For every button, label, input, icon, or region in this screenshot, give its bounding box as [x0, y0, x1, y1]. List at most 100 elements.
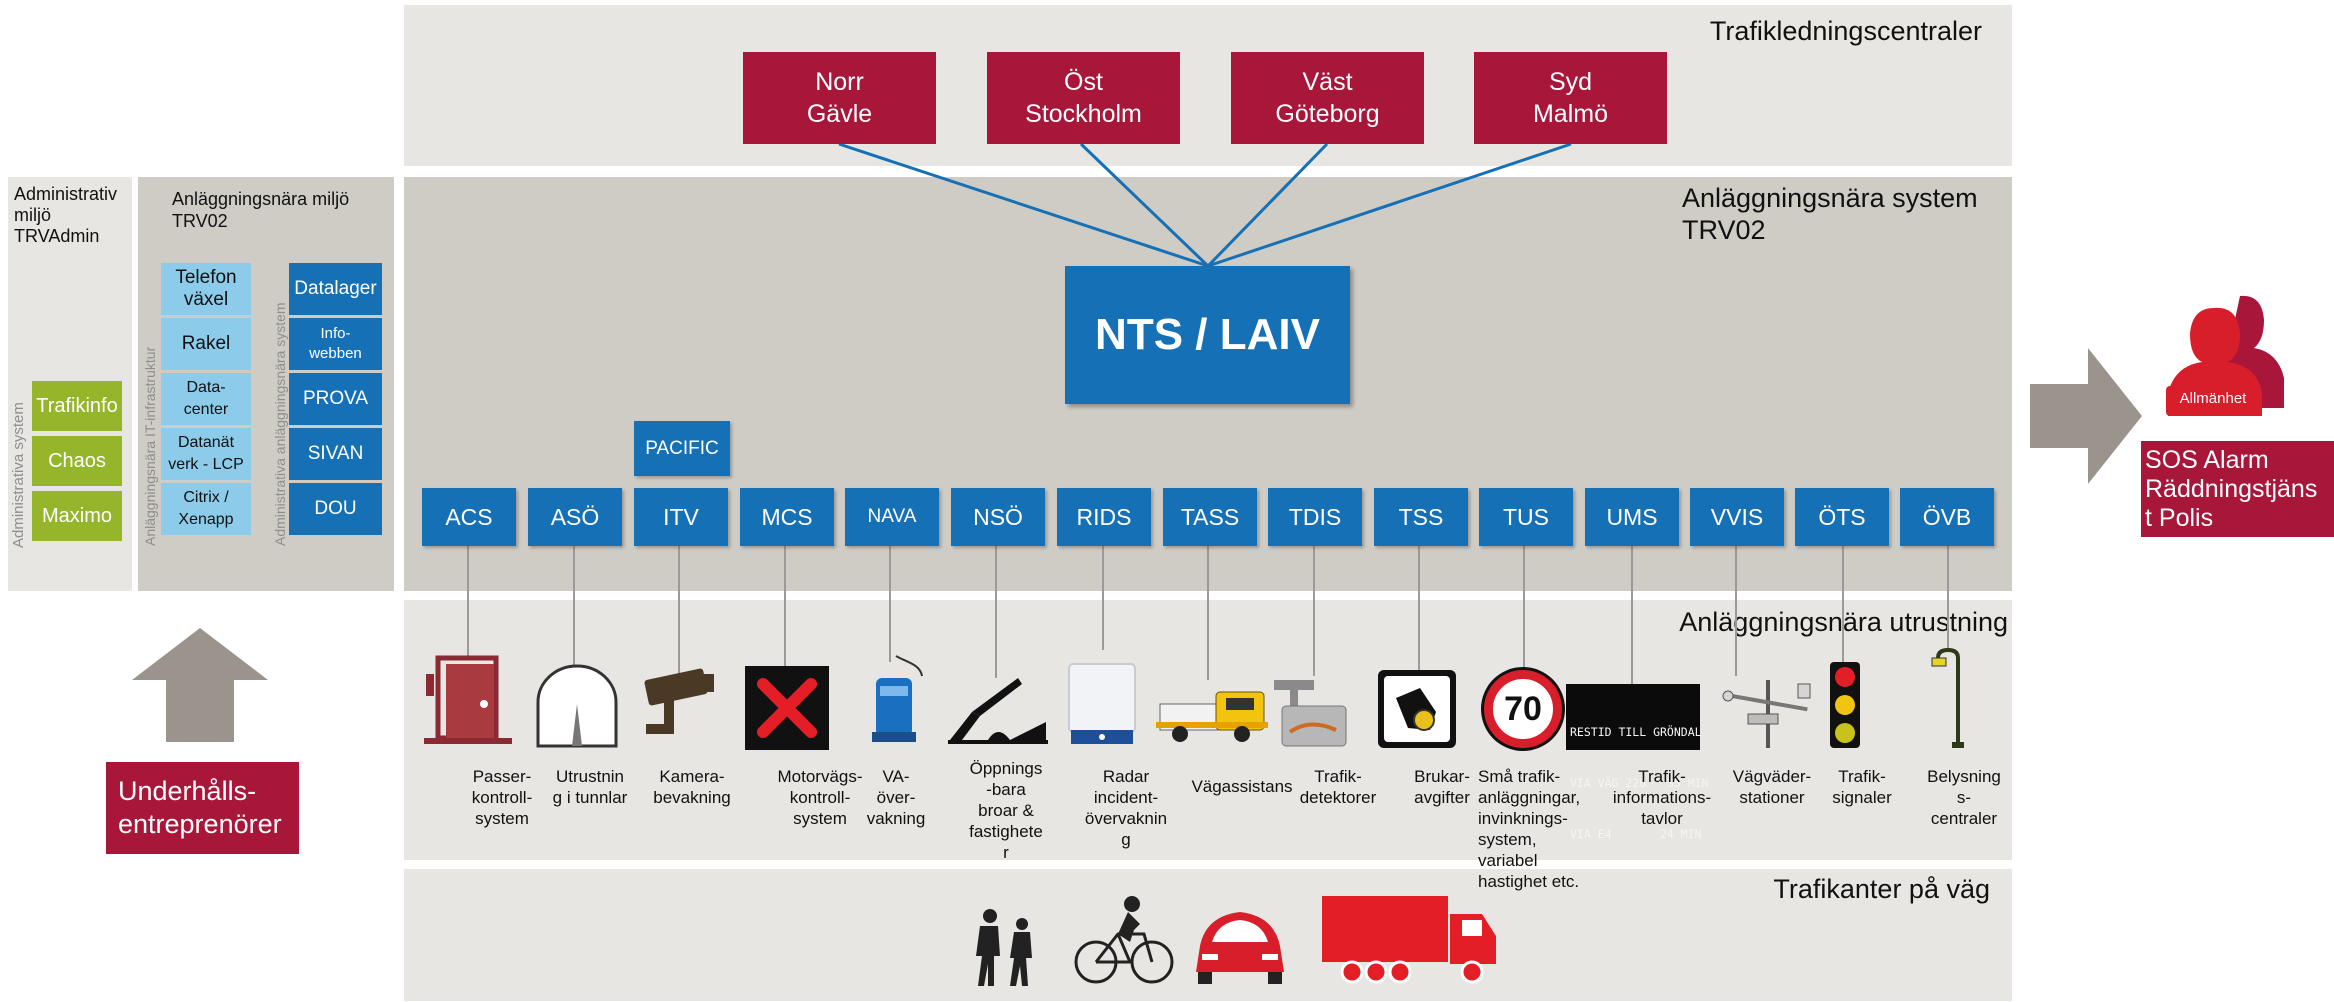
system-box-öts[interactable]: ÖTS — [1795, 488, 1889, 546]
central-vast-line2: Göteborg — [1275, 100, 1380, 128]
equipment-label-line: system, — [1478, 830, 1537, 849]
equipment-label-line: vakning — [866, 809, 926, 828]
equipment-label-line: s- — [1956, 788, 1972, 807]
equipment-label-line: VA- — [882, 767, 910, 786]
infra-item[interactable]: Data-center — [161, 373, 251, 425]
facility-env-title-line2: TRV02 — [172, 211, 228, 231]
equipment-label-line: g — [1121, 830, 1131, 849]
truck-icon — [1322, 896, 1496, 984]
equipment-label-line: Små trafik- — [1478, 767, 1561, 786]
equipment-label-line: avgifter — [1414, 788, 1470, 807]
infra-item-line: växel — [183, 289, 229, 310]
contractors-line2: entreprenörer — [118, 809, 282, 839]
equipment-label: VA-över-vakning — [864, 766, 928, 829]
equipment-label-line: övervaknin — [1084, 809, 1168, 828]
system-box-nava[interactable]: NAVA — [845, 488, 939, 546]
system-box-nsö[interactable]: NSÖ — [951, 488, 1045, 546]
pacific-box[interactable]: PACIFIC — [634, 421, 730, 476]
central-syd-line2: Malmö — [1532, 100, 1608, 128]
equipment-label-line: centraler — [1930, 809, 1998, 828]
admin-env-title-line3: TRVAdmin — [14, 226, 100, 246]
infra-item-line: Xenapp — [178, 511, 234, 528]
facility-system-item[interactable]: Info-webben — [289, 318, 382, 370]
system-box-tss[interactable]: TSS — [1374, 488, 1468, 546]
system-box-rids[interactable]: RIDS — [1057, 488, 1151, 546]
contractors-box[interactable]: Underhålls- entreprenörer — [106, 762, 299, 854]
infra-item[interactable]: Citrix / Xenapp — [161, 483, 251, 535]
sos-alarm-box[interactable]: SOS Alarm Räddningstjäns t Polis — [2141, 441, 2334, 537]
sos-line1: SOS Alarm — [2145, 445, 2269, 474]
facility-env-title: Anläggningsnära miljö TRV02 — [172, 188, 349, 232]
equipment-label-line: system — [793, 809, 847, 828]
equipment-label-line: stationer — [1739, 788, 1805, 807]
equipment-label-line: Radar — [1102, 767, 1150, 786]
infra-item-line: Citrix / — [183, 489, 229, 506]
pedestrians-icon — [976, 909, 1032, 986]
system-box-ums[interactable]: UMS — [1585, 488, 1679, 546]
equipment-label-line: bevakning — [653, 788, 731, 807]
equipment-label-line: Belysning — [1927, 767, 2001, 786]
system-box-acs[interactable]: ACS — [422, 488, 516, 546]
system-box-asö[interactable]: ASÖ — [528, 488, 622, 546]
equipment-label-line: Utrustnin — [555, 767, 625, 786]
equipment-label-line: Trafik- — [1838, 767, 1886, 786]
arrow-right-icon — [2030, 348, 2142, 484]
equipment-label-line: kontroll- — [471, 788, 533, 807]
traffic-centers-band — [404, 5, 2012, 166]
system-box-itv[interactable]: ITV — [634, 488, 728, 546]
infra-item-line: Telefon — [175, 267, 237, 288]
facility-systems-title-line2: TRV02 — [1682, 215, 1766, 245]
infra-vertical-label: Anläggningsnära IT-infrastruktur — [142, 346, 158, 546]
equipment-label-line: över- — [876, 788, 916, 807]
central-norr[interactable]: Norr Gävle — [743, 52, 936, 144]
infra-item[interactable]: Rakel — [161, 318, 251, 370]
system-box-övb[interactable]: ÖVB — [1900, 488, 1994, 546]
traffic-centers-title: Trafikledningscentraler — [1709, 16, 1982, 46]
central-vast[interactable]: Väst Göteborg — [1231, 52, 1424, 144]
system-box-tdis[interactable]: TDIS — [1268, 488, 1362, 546]
equipment-label-line: Brukar- — [1414, 767, 1470, 786]
equipment-label-line: Vägväder- — [1732, 767, 1812, 786]
central-ost[interactable]: Öst Stockholm — [987, 52, 1180, 144]
equipment-label-line: Trafik- — [1314, 767, 1362, 786]
facility-system-item[interactable]: SIVAN — [289, 428, 382, 480]
facility-system-item[interactable]: Datalager — [289, 263, 382, 315]
equipment-label-line: signaler — [1832, 788, 1892, 807]
arrow-up-icon — [132, 628, 268, 742]
infra-item-line: Datanät — [177, 434, 235, 451]
equipment-label-line: tavlor — [1641, 809, 1683, 828]
trafikinfo-box[interactable]: Trafikinfo — [32, 381, 122, 431]
equipment-label-line: r — [1003, 843, 1009, 862]
admin-vertical-label: Administrativa system — [10, 402, 27, 548]
equipment-label: Vägassistans — [1186, 776, 1298, 797]
equipment-label-line: Kamera- — [659, 767, 725, 786]
facility-admin-vertical-label: Administrativa anläggningsnära system — [272, 302, 288, 546]
system-box-vvis[interactable]: VVIS — [1690, 488, 1784, 546]
facility-system-item[interactable]: DOU — [289, 483, 382, 535]
maximo-box[interactable]: Maximo — [32, 491, 122, 541]
system-box-mcs[interactable]: MCS — [740, 488, 834, 546]
equipment-label-line: anläggningar, — [1478, 788, 1581, 807]
central-syd[interactable]: Syd Malmö — [1474, 52, 1667, 144]
nts-laiv-core[interactable]: NTS / LAIV — [1065, 266, 1350, 404]
equipment-label-line: Öppnings — [969, 759, 1043, 778]
facility-system-item[interactable]: PROVA — [289, 373, 382, 425]
equipment-label: Trafik-signaler — [1820, 766, 1904, 808]
equipment-label-line: incident- — [1093, 788, 1159, 807]
equipment-label-line: detektorer — [1299, 788, 1377, 807]
system-box-tass[interactable]: TASS — [1163, 488, 1257, 546]
equipment-label: Trafik-informations-tavlor — [1610, 766, 1714, 829]
facility-system-item-line: SIVAN — [307, 443, 364, 464]
equipment-label-line: g i tunnlar — [552, 788, 628, 807]
equipment-label-line: informations- — [1612, 788, 1712, 807]
chaos-box[interactable]: Chaos — [32, 436, 122, 486]
central-norr-line1: Norr — [815, 68, 864, 96]
system-box-tus[interactable]: TUS — [1479, 488, 1573, 546]
equipment-label-line: invinknings- — [1478, 809, 1568, 828]
equipment-label: Passer-kontroll-system — [448, 766, 556, 829]
central-ost-line1: Öst — [1064, 68, 1103, 96]
infra-item-line: Rakel — [181, 333, 231, 354]
